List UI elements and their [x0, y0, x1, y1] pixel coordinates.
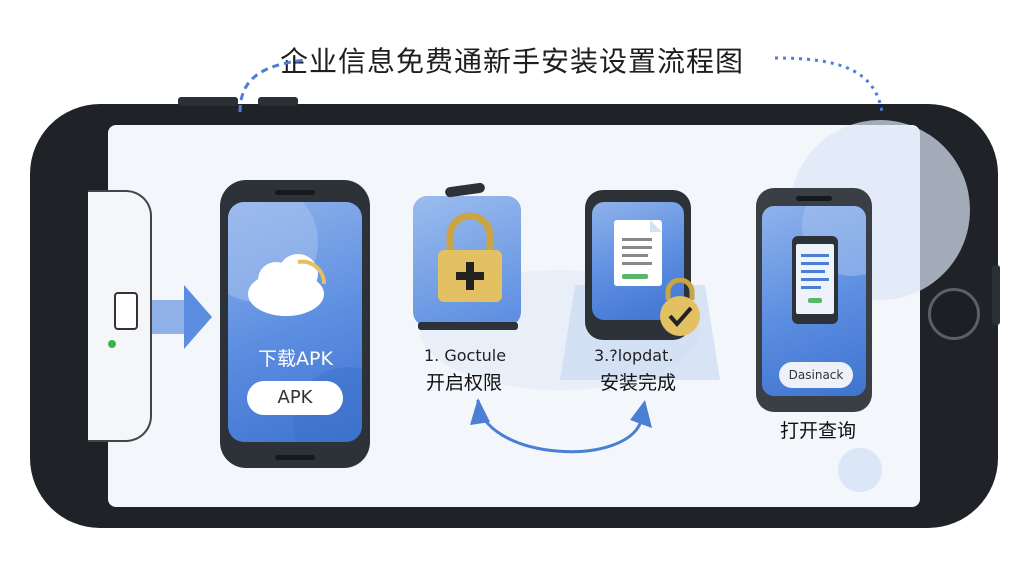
arrow-right-icon — [150, 285, 212, 349]
padlock-check-icon — [660, 278, 700, 336]
diagram-title: 企业信息免费通新手安装设置流程图 — [279, 45, 744, 78]
step-2-label: 开启权限 — [426, 372, 503, 394]
volume-key — [178, 97, 238, 106]
step-1-label: 下载APK — [258, 348, 333, 370]
step-3-label: 安装完成 — [600, 372, 677, 394]
step-4-label: 打开查询 — [780, 420, 857, 442]
power-key — [258, 97, 298, 106]
cycle-arrow-icon — [470, 398, 652, 454]
apk-button[interactable]: APK — [247, 381, 343, 415]
step-2-sub-label: 1. Goctule — [424, 346, 507, 365]
device-slot-icon — [114, 292, 138, 330]
padlock-plus-icon — [438, 212, 502, 302]
home-button[interactable] — [928, 288, 980, 340]
step-3-sub-label: 3.?lopdat. — [594, 346, 674, 365]
document-icon — [614, 220, 662, 286]
side-key-right — [992, 265, 1000, 325]
step-1-phone — [220, 180, 370, 468]
status-dot — [108, 340, 116, 348]
dashboard-button[interactable]: Dasinack — [779, 362, 853, 388]
cloud-icon — [248, 254, 327, 316]
mini-phone-icon — [792, 236, 838, 324]
step-3-phone — [585, 190, 691, 340]
partial-device — [88, 190, 152, 442]
